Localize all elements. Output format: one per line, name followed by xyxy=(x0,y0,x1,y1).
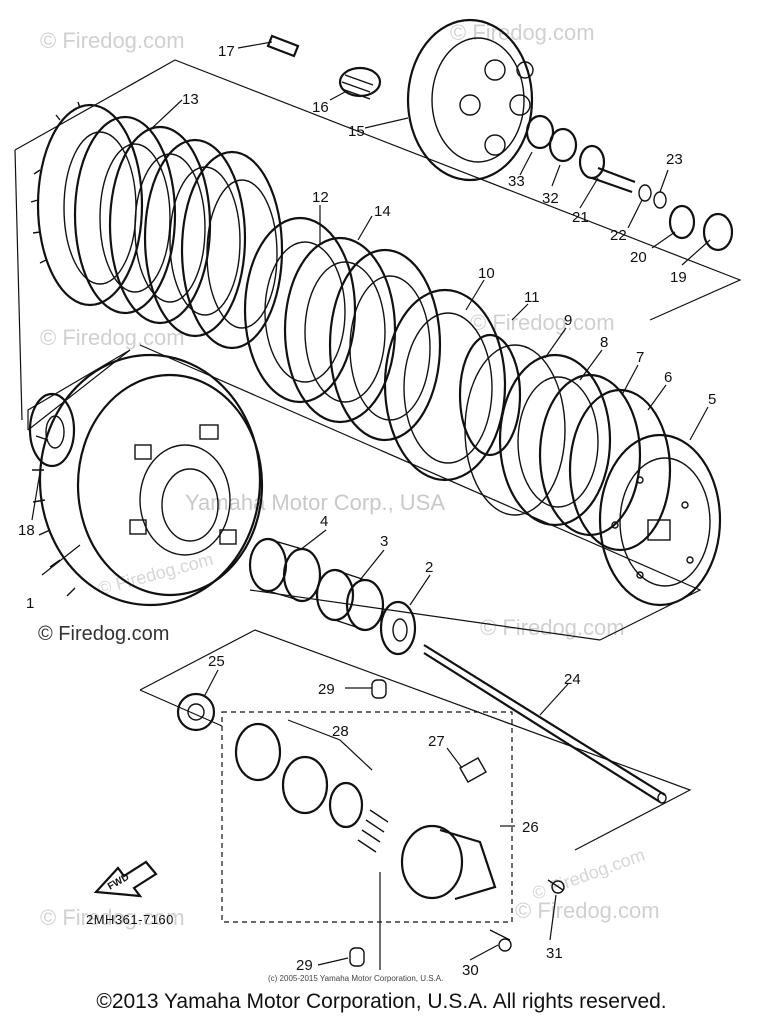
callout-label: 31 xyxy=(546,945,563,962)
callout-label: 5 xyxy=(708,391,716,408)
callout-label: 20 xyxy=(630,249,647,266)
small-copyright-note: (c) 2005-2015 Yamaha Motor Corporation, … xyxy=(268,974,444,983)
release-mechanism xyxy=(176,679,565,967)
callout-label: 19 xyxy=(670,269,687,286)
push-rod-24 xyxy=(423,644,667,804)
part-code-label: 2MH361-7160 xyxy=(86,912,174,927)
callout-label: 11 xyxy=(524,289,540,306)
callout-label: 21 xyxy=(572,209,589,226)
callout-label: 28 xyxy=(332,723,349,740)
callout-label: 32 xyxy=(542,190,559,207)
callout-label: 18 xyxy=(18,522,35,539)
watermark: © Firedog.com xyxy=(515,898,660,923)
callout-label: 29 xyxy=(318,681,335,698)
callout-label: 1 xyxy=(26,595,34,612)
copyright-footer: ©2013 Yamaha Motor Corporation, U.S.A. A… xyxy=(96,990,667,1013)
watermark: © Firedog.com xyxy=(40,28,185,53)
callout-leaders xyxy=(31,41,711,970)
callout-label: 29 xyxy=(296,957,313,974)
callout-label: 14 xyxy=(374,203,391,220)
watermark: © Firedog.com xyxy=(96,549,215,599)
callout-label: 23 xyxy=(666,151,683,168)
callout-label: 8 xyxy=(600,334,608,351)
center-watermark: Yamaha Motor Corp., USA xyxy=(185,490,445,515)
clutch-plate-stack xyxy=(30,101,284,350)
watermark: © Firedog.com xyxy=(40,905,185,930)
callout-label: 24 xyxy=(564,671,581,688)
watermark: © Firedog.com xyxy=(530,844,648,903)
clutch-housing xyxy=(32,353,264,607)
clutch-boss-group xyxy=(464,344,722,607)
callout-label: 22 xyxy=(610,227,627,244)
assembly-frame xyxy=(14,59,742,851)
push-rod-group xyxy=(578,144,734,252)
callout-label: 10 xyxy=(478,265,495,282)
watermark: © Firedog.com xyxy=(450,20,595,45)
callout-numbers: 1 2 3 4 5 6 7 8 9 10 11 12 13 14 15 16 1… xyxy=(18,43,716,979)
watermarks: © Firedog.com © Firedog.com © Firedog.co… xyxy=(38,20,660,930)
watermark: © Firedog.com xyxy=(40,325,185,350)
watermark: © Firedog.com xyxy=(38,623,169,645)
callout-label: 16 xyxy=(312,99,329,116)
callout-label: 3 xyxy=(380,533,388,550)
callout-label: 33 xyxy=(508,173,525,190)
callout-label: 27 xyxy=(428,733,445,750)
fwd-arrow-icon: FWD xyxy=(93,860,158,898)
callout-label: 15 xyxy=(348,123,365,140)
callout-label: 12 xyxy=(312,189,329,206)
pressure-plate-group xyxy=(243,216,442,442)
callout-label: 25 xyxy=(208,653,225,670)
fwd-label: FWD xyxy=(106,872,131,893)
plate-10-11 xyxy=(383,288,522,482)
callout-label: 17 xyxy=(218,43,235,60)
thrust-washer-18 xyxy=(28,392,76,468)
callout-label: 26 xyxy=(522,819,539,836)
callout-label: 6 xyxy=(664,369,672,386)
callout-label: 9 xyxy=(564,312,572,329)
callout-label: 2 xyxy=(425,559,433,576)
callout-label: 13 xyxy=(182,91,199,108)
callout-label: 7 xyxy=(636,349,644,366)
watermark: © Firedog.com xyxy=(470,310,615,335)
callout-label: 30 xyxy=(462,962,479,979)
watermark: © Firedog.com xyxy=(480,615,625,640)
callout-label: 4 xyxy=(320,513,328,530)
